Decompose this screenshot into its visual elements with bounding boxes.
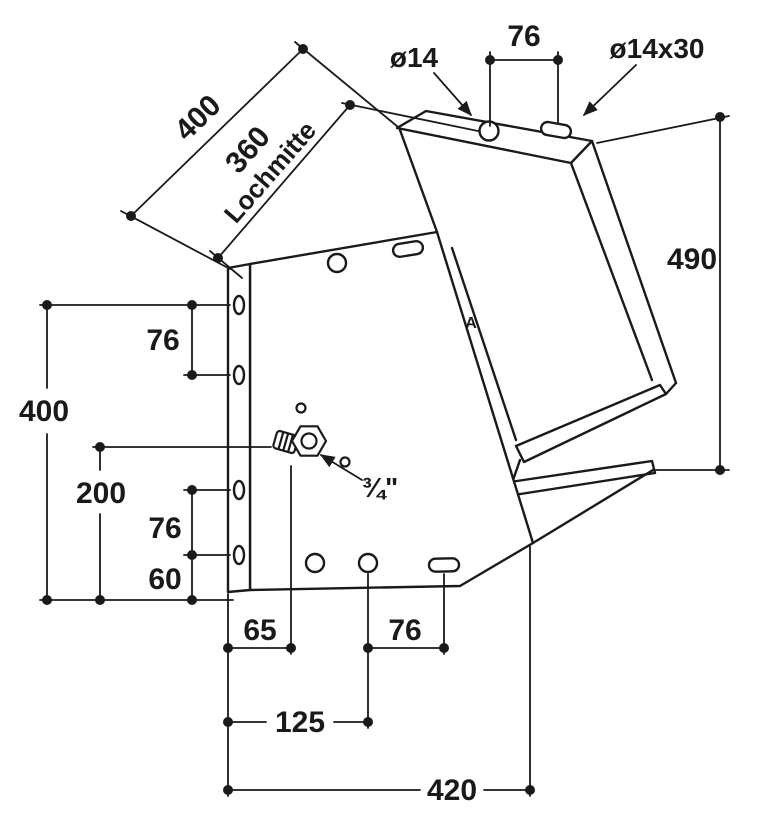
flange-strip <box>226 262 252 594</box>
flange-hole <box>232 544 246 566</box>
dimension-dot <box>363 717 373 727</box>
edge-line <box>664 381 678 396</box>
dim-label-left-pitch-upper: 76 <box>146 324 179 357</box>
dimension-dot <box>95 595 105 605</box>
extension-line <box>341 102 479 132</box>
label-bolt-thread: ¾" <box>362 472 399 503</box>
dimension-dot <box>42 300 52 310</box>
dimension-dot <box>363 643 373 653</box>
dim-label-bottom-offset-hole: 125 <box>275 706 325 739</box>
dimension-dot <box>553 55 563 65</box>
small-hole-marker <box>339 456 351 468</box>
dimension-dot <box>715 112 725 122</box>
plate-hole <box>304 552 326 574</box>
bolt-stud <box>272 429 300 455</box>
dim-label-bottom-pitch: 76 <box>388 614 421 647</box>
dim-label-left-pitch-lower: 76 <box>148 512 181 545</box>
thread-line <box>282 432 290 452</box>
plate-hole <box>326 252 348 274</box>
leader-arrows <box>319 64 637 481</box>
dimension-dot <box>187 595 197 605</box>
extension-line <box>596 115 730 144</box>
edge-line <box>398 128 439 234</box>
edge-line <box>569 161 654 382</box>
dimension-dot <box>42 595 52 605</box>
leader-dia14x30 <box>583 64 637 116</box>
edge-line <box>590 139 678 385</box>
hole-dia14 <box>478 120 500 142</box>
dimension-lines <box>46 48 721 791</box>
dim-label-left-center-height: 200 <box>76 477 126 510</box>
dimension-line <box>130 48 304 217</box>
fork-lower-blade <box>508 459 657 497</box>
plate-hole <box>357 552 379 574</box>
fork-upper-blade <box>514 383 668 464</box>
flange-hole <box>232 479 246 501</box>
dim-label-left-overall: 400 <box>19 395 69 428</box>
flange-hole <box>232 294 246 316</box>
dimension-dot <box>286 643 296 653</box>
dimension-dot <box>525 785 535 795</box>
dimension-dot <box>187 550 197 560</box>
dimension-dot <box>715 465 725 475</box>
dim-label-lochmitte: Lochmitte <box>218 115 322 228</box>
extension-line <box>120 210 231 270</box>
dimension-dot <box>187 485 197 495</box>
dimension-dot <box>439 643 449 653</box>
dimension-dot <box>126 211 136 221</box>
edge-line <box>531 468 655 545</box>
extension-line <box>294 41 399 128</box>
dimension-dot <box>223 785 233 795</box>
small-hole-marker <box>295 402 307 414</box>
flange-hole <box>232 364 246 386</box>
dim-label-bottom-offset-bolt: 65 <box>243 614 276 647</box>
dim-label-slot-size: ø14x30 <box>610 33 705 64</box>
plate-slot <box>391 239 425 259</box>
bolt-assembly <box>272 402 351 468</box>
dim-label-diag-overall: 400 <box>169 89 228 148</box>
leader-dia14 <box>433 72 472 117</box>
leader-thread <box>319 454 363 481</box>
dimension-dot <box>223 717 233 727</box>
plate-face <box>248 230 535 592</box>
dimension-dot <box>485 55 495 65</box>
thread-line <box>287 434 294 453</box>
dim-label-left-edge-offset: 60 <box>148 563 181 596</box>
mounting-plate <box>226 230 535 594</box>
thread-line <box>277 431 285 450</box>
dimension-dot <box>187 300 197 310</box>
dim-label-hole-dia: ø14 <box>390 42 439 73</box>
dimension-dot <box>213 253 223 263</box>
dimension-dot <box>298 44 308 54</box>
dimension-dot <box>95 442 105 452</box>
dimension-dot <box>187 370 197 380</box>
dimension-line <box>217 104 351 259</box>
label-detail-a: A <box>465 315 477 332</box>
dimension-dots <box>42 44 725 795</box>
nut-bore <box>300 432 318 450</box>
dimension-dot <box>223 643 233 653</box>
dim-label-right-height: 490 <box>667 243 717 276</box>
dimension-dot <box>345 100 355 110</box>
extension-lines <box>39 41 730 797</box>
dim-label-top-pitch: 76 <box>507 20 540 53</box>
edge-line <box>450 246 518 442</box>
plate-slot <box>427 557 461 573</box>
dim-label-bottom-overall: 420 <box>427 774 477 807</box>
